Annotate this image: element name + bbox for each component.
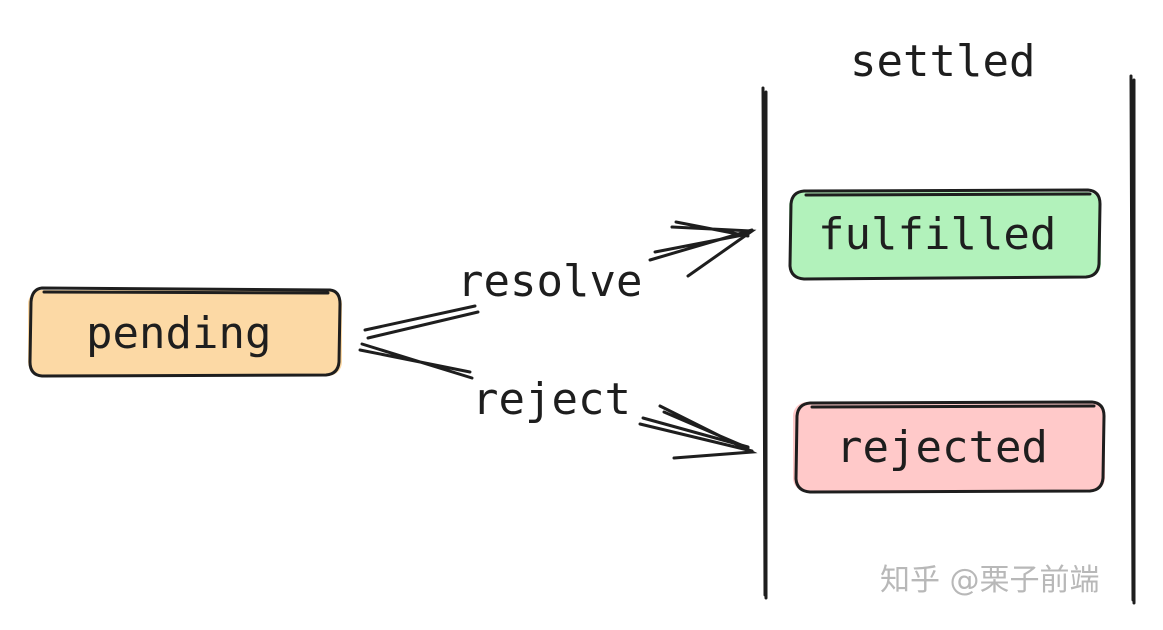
settled-title: settled	[850, 36, 1036, 87]
fulfilled-box-outline	[788, 188, 1102, 281]
reject-edge-label: reject	[472, 374, 631, 425]
resolve-arrow-line	[363, 228, 754, 340]
settled-left-line	[761, 86, 768, 600]
settled-right-line	[1129, 74, 1136, 605]
watermark-text: 知乎 @栗子前端	[880, 563, 1100, 598]
pending-label: pending	[86, 308, 272, 359]
rejected-box-outline	[794, 400, 1106, 494]
fulfilled-box	[789, 192, 1101, 278]
rejected-box	[793, 402, 1105, 492]
rejected-label: rejected	[836, 422, 1048, 473]
reject-arrow-head	[658, 404, 758, 460]
pending-box	[28, 290, 342, 376]
fulfilled-label: fulfilled	[818, 209, 1057, 260]
reject-arrow-line	[358, 342, 754, 453]
pending-box-outline	[28, 286, 342, 378]
resolve-edge-label: resolve	[457, 256, 643, 307]
resolve-arrow-head	[670, 220, 757, 278]
